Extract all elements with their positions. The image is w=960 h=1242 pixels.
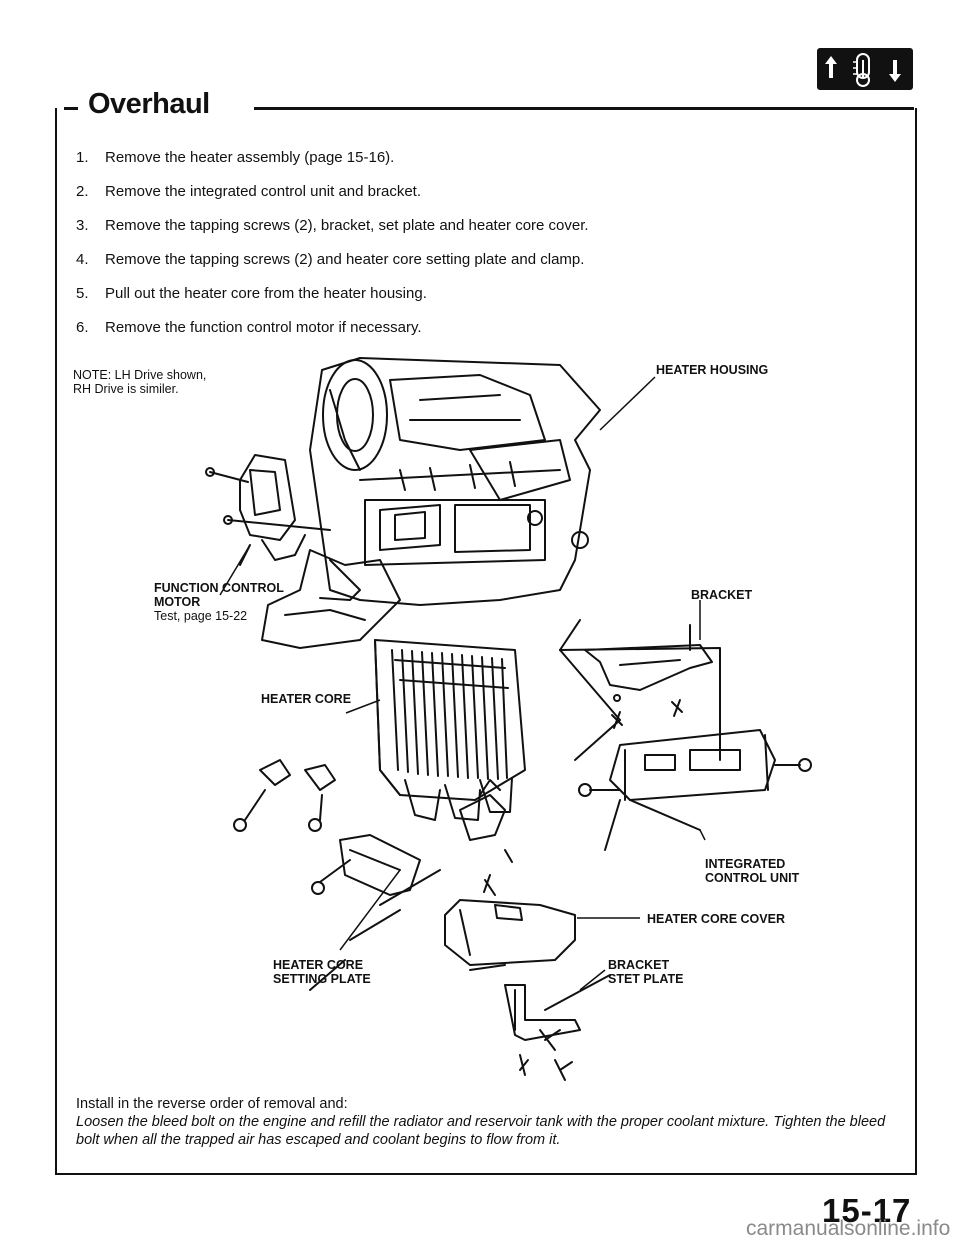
label-bracket: BRACKET [691,588,753,602]
install-instructions: Install in the reverse order of removal … [76,1095,911,1149]
label-heater-core-setting-plate: HEATER CORE SETTING PLATE [273,958,371,986]
label-integrated-line1: INTEGRATED [705,857,786,871]
label-function-control-line2: MOTOR [154,595,201,609]
note-line-2: RH Drive is similer. [73,382,179,396]
step-item: 2. Remove the integrated control unit and… [76,182,896,216]
label-function-control-test: Test, page 15-22 [154,609,248,623]
label-bracket-set-plate: BRACKET STET PLATE [608,958,683,986]
install-intro: Install in the reverse order of removal … [76,1096,348,1112]
step-number: 3. [76,217,89,234]
page-number: 15-17 [822,1192,912,1229]
section-header: Overhaul [64,86,914,126]
step-text: Remove the tapping screws (2) and heater… [105,251,585,268]
section-title: Overhaul [88,88,210,120]
step-number: 1. [76,149,89,166]
content-frame [55,108,917,1175]
step-number: 2. [76,183,89,200]
label-heater-core: HEATER CORE [261,692,352,706]
overhaul-steps: 1. Remove the heater assembly (page 15-16… [76,148,896,352]
label-setting-plate-line2: SETTING PLATE [273,972,371,986]
drive-note: NOTE: LH Drive shown, RH Drive is simile… [73,368,283,396]
header-dash [64,107,78,110]
label-heater-housing: HEATER HOUSING [656,363,769,377]
step-number: 5. [76,285,89,302]
label-integrated-line2: CONTROL UNIT [705,871,800,885]
step-item: 4. Remove the tapping screws (2) and heat… [76,250,896,284]
step-text: Remove the tapping screws (2), bracket, … [105,217,589,234]
step-text: Remove the integrated control unit and b… [105,183,422,200]
install-body: Loosen the bleed bolt on the engine and … [76,1114,886,1148]
label-integrated-control-unit: INTEGRATED CONTROL UNIT [705,857,799,885]
label-function-control-motor: FUNCTION CONTROL MOTOR [154,581,284,609]
step-item: 5. Pull out the heater core from the heat… [76,284,896,318]
step-item: 3. Remove the tapping screws (2), bracket… [76,216,896,250]
watermark: carmanualsonline.info [746,1217,951,1240]
label-heater-core-cover: HEATER CORE COVER [647,912,785,926]
step-text: Remove the function control motor if nec… [105,319,422,336]
step-number: 4. [76,251,89,268]
thermometer-arrows-icon [817,48,913,90]
step-number: 6. [76,319,89,336]
step-item: 6. Remove the function control motor if n… [76,318,896,352]
step-item: 1. Remove the heater assembly (page 15-16… [76,148,896,182]
note-line-1: NOTE: LH Drive shown, [73,368,207,382]
label-setting-plate-line1: HEATER CORE [273,958,364,972]
step-text: Remove the heater assembly (page 15-16). [105,149,395,166]
label-bracket-set-line1: BRACKET [608,958,670,972]
header-rule [254,107,914,110]
label-function-control-line1: FUNCTION CONTROL [154,581,284,595]
label-bracket-set-line2: STET PLATE [608,972,684,986]
step-text: Pull out the heater core from the heater… [105,285,427,302]
